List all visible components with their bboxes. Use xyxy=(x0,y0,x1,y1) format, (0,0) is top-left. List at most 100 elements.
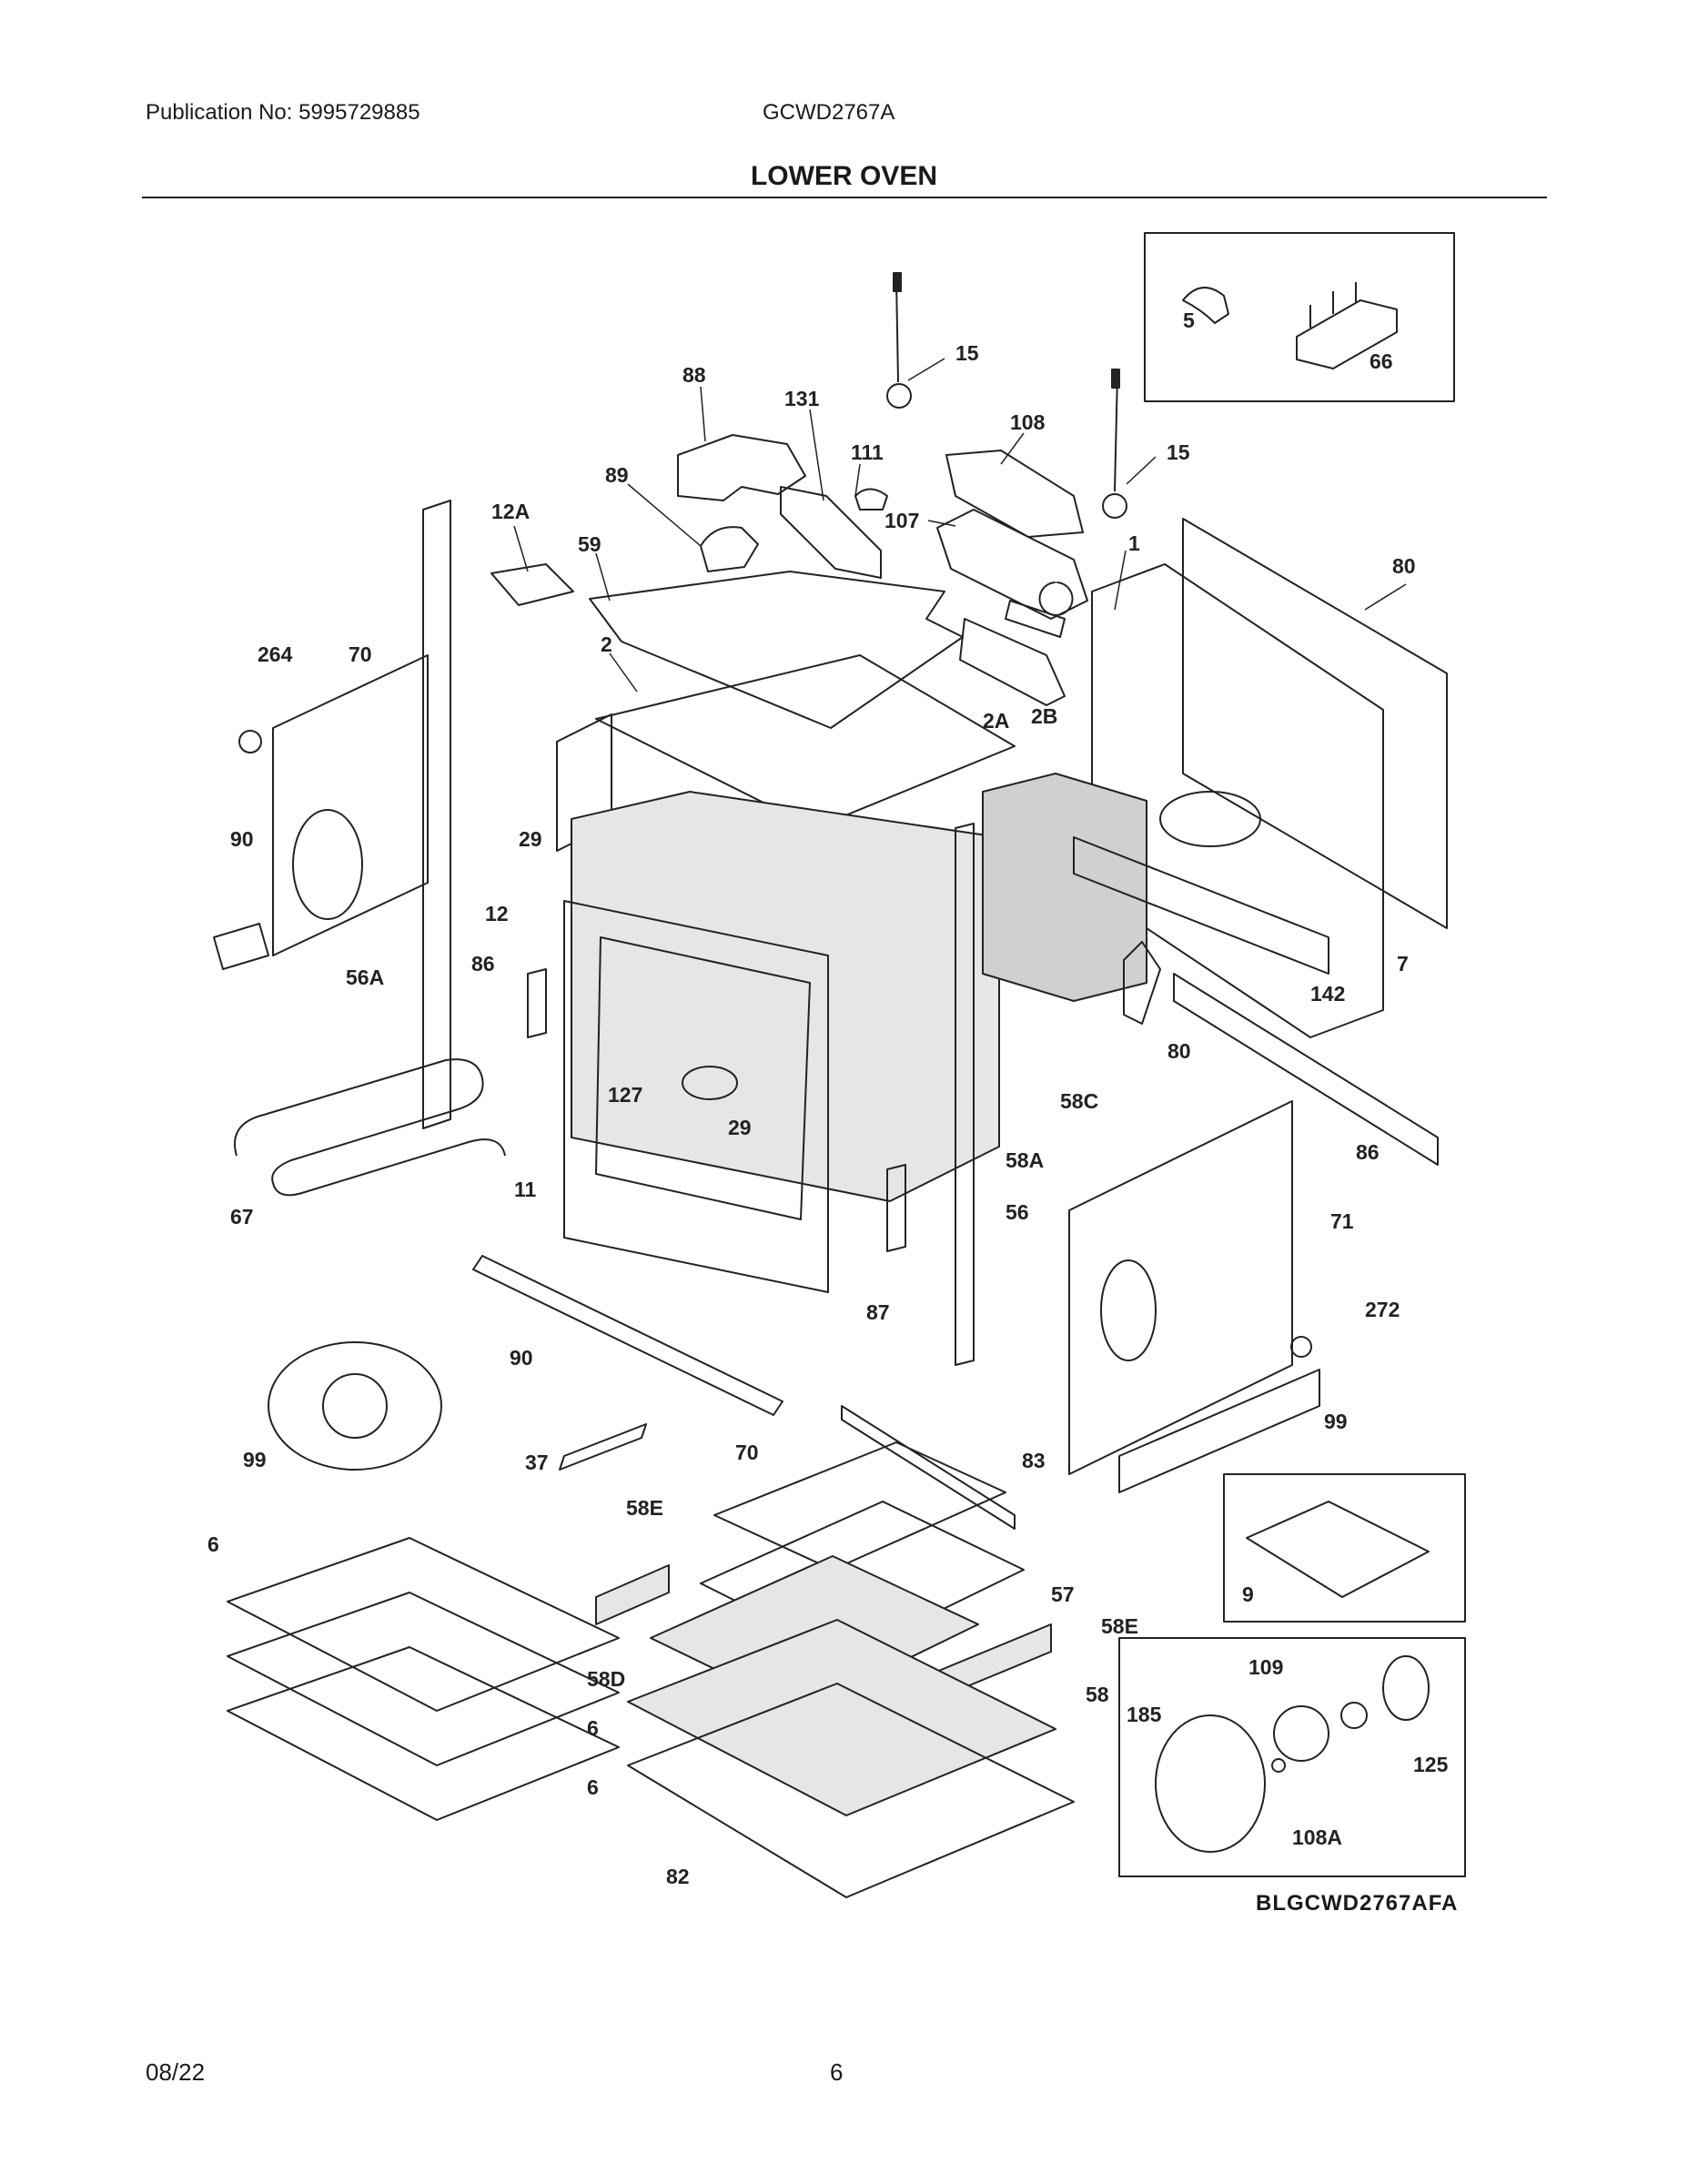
callout-15-b: 15 xyxy=(1167,440,1190,464)
part-fan-cover-107 xyxy=(268,1341,442,1471)
callout-131: 131 xyxy=(784,387,820,410)
part-rail-142 xyxy=(1073,836,1329,975)
callout-59: 59 xyxy=(578,532,601,556)
part-insulation-58 xyxy=(627,1619,1056,1816)
callout-108A: 108 xyxy=(1010,410,1046,434)
callout-82: 82 xyxy=(666,1865,690,1888)
part-bracket-80 xyxy=(1123,941,1161,1025)
part-door-frame-11 xyxy=(563,900,829,1293)
callout-108: 107 xyxy=(884,509,919,532)
callout-125: 125 xyxy=(1413,1753,1449,1776)
callout-107: 99 xyxy=(243,1448,267,1471)
callout-83: 83 xyxy=(1022,1449,1046,1472)
callout-12A: 12A xyxy=(491,500,530,523)
part-oven-cavity xyxy=(571,791,1000,1202)
part-blower-108 xyxy=(936,509,1088,620)
footer-date: 08/22 xyxy=(146,2058,206,2086)
callout-37: 37 xyxy=(525,1451,549,1474)
part-fan-blade-109 xyxy=(1273,1705,1329,1762)
callout-185-a: 264 xyxy=(258,642,293,666)
part-sensor-15-b xyxy=(1102,369,1127,519)
part-vent-2B xyxy=(1005,600,1066,638)
callout-5: 5 xyxy=(1183,308,1195,332)
callout-12: 12 xyxy=(485,902,509,925)
part-cover-108A xyxy=(945,450,1084,538)
callout-2: 2 xyxy=(601,632,612,656)
diagram-code: BLGCWD2767AFA xyxy=(1256,1891,1459,1916)
callout-66: 67 xyxy=(230,1205,254,1228)
part-bumper-185-right xyxy=(1290,1336,1312,1358)
part-panel-59 xyxy=(589,571,964,729)
callout-70-b: 71 xyxy=(1330,1209,1354,1233)
callout-109: 109 xyxy=(1248,1655,1283,1679)
part-thermostat-89 xyxy=(700,526,759,572)
callout-80: 80 xyxy=(1167,1039,1191,1063)
page-title: LOWER OVEN xyxy=(750,161,937,191)
part-vent-2A xyxy=(959,618,1066,706)
part-bracket-86-left xyxy=(527,968,547,1038)
part-bumper-185-left xyxy=(238,730,262,753)
part-side-panel-70-left xyxy=(272,654,429,956)
inset-box-clips xyxy=(1144,232,1455,402)
part-insulation-58E-left xyxy=(595,1564,670,1625)
callout-99-b: 99 xyxy=(1324,1410,1348,1433)
part-bracket-131 xyxy=(780,486,882,579)
publication-number: Publication No: 5995729885 xyxy=(146,100,420,125)
callout-58A: 58A xyxy=(1006,1148,1044,1172)
part-insulation-58C xyxy=(982,773,1147,1002)
page-number: 6 xyxy=(830,2058,844,2086)
part-motor-125 xyxy=(1382,1655,1430,1721)
part-bracket-83 xyxy=(841,1405,1016,1530)
part-bracket-99-left xyxy=(213,923,269,970)
part-back-panel-1-port xyxy=(1159,791,1261,847)
callout-29-a: 29 xyxy=(519,827,542,851)
callout-56: 56 xyxy=(1006,1200,1029,1224)
part-switch-119 xyxy=(854,488,888,511)
callout-6-b: 6 xyxy=(587,1716,599,1740)
callout-127: 127 xyxy=(608,1083,642,1107)
callout-7: 7 xyxy=(1397,952,1409,976)
callout-71: 80 xyxy=(1392,554,1416,578)
callout-6-c: 6 xyxy=(587,1775,599,1799)
part-spacer-272 xyxy=(1340,1702,1368,1729)
callout-9: 9 xyxy=(1242,1582,1254,1606)
callout-62: 66 xyxy=(1370,349,1393,373)
part-base-82 xyxy=(627,1683,1075,1898)
callout-161: 185 xyxy=(1127,1703,1162,1726)
part-nut-111 xyxy=(1271,1758,1286,1773)
callout-15-a: 15 xyxy=(955,341,979,365)
part-rack-6-mid xyxy=(227,1592,620,1766)
callout-58C: 58C xyxy=(1060,1089,1098,1113)
callout-99-a: 90 xyxy=(230,827,254,851)
part-bracket-88 xyxy=(677,434,806,501)
inset-box-convection-fan xyxy=(1118,1637,1466,1877)
part-probe-37 xyxy=(559,1423,647,1471)
callout-58E-b: 58E xyxy=(1101,1614,1138,1638)
part-rear-wall-71 xyxy=(1182,518,1448,929)
callout-6-a: 6 xyxy=(207,1532,219,1556)
callout-2A: 2A xyxy=(983,709,1009,733)
header-divider xyxy=(142,197,1547,198)
callout-57: 57 xyxy=(1051,1582,1075,1606)
part-plate-12A xyxy=(490,563,574,606)
inset-box-pan xyxy=(1223,1473,1466,1623)
callout-58D: 58D xyxy=(587,1667,625,1691)
part-channel-56 xyxy=(955,823,975,1366)
callout-142: 142 xyxy=(1310,982,1345,1006)
part-bracket-99-right xyxy=(1118,1369,1320,1493)
callout-86-b: 87 xyxy=(866,1300,890,1324)
part-broil-element-67 xyxy=(713,1441,1006,1571)
part-rack-6-top xyxy=(227,1537,620,1712)
callout-90: 90 xyxy=(510,1346,533,1370)
callout-86-a: 86 xyxy=(471,952,495,976)
part-bracket-86-right xyxy=(886,1164,906,1252)
part-top-2 xyxy=(595,654,1016,829)
callout-70-a: 70 xyxy=(349,642,372,666)
part-broil-pan-9 xyxy=(1246,1501,1430,1598)
part-rack-6-bottom xyxy=(227,1646,620,1821)
callout-87: 86 xyxy=(1356,1140,1380,1164)
callout-88: 88 xyxy=(682,363,706,387)
callout-29-b: 29 xyxy=(728,1116,752,1139)
callout-58E-a: 58E xyxy=(626,1496,663,1520)
